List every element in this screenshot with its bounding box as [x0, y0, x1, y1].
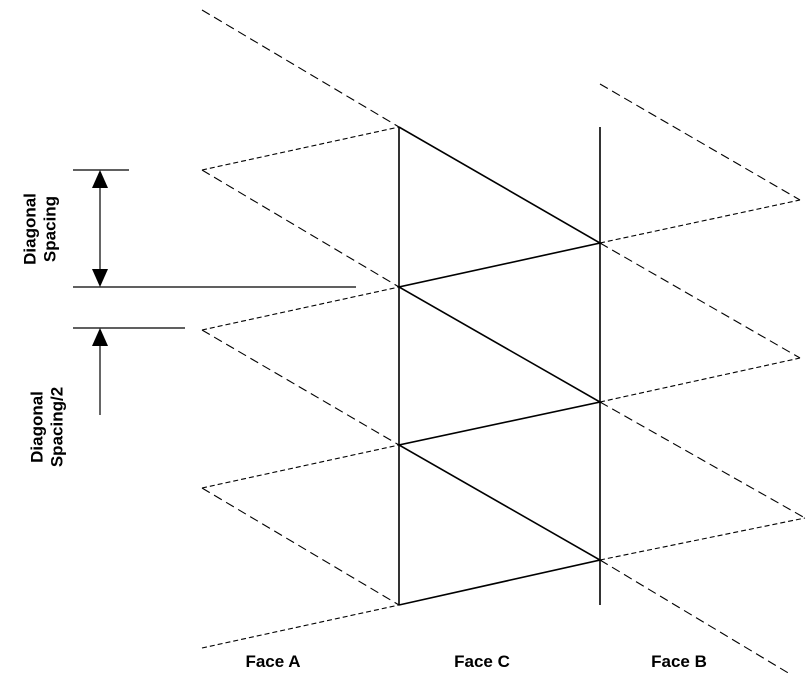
face-c-label: Face C: [454, 652, 510, 671]
face-a-diagonal: [201, 487, 400, 606]
face-b-diagonal: [599, 83, 801, 201]
face-a-diagonal: [201, 604, 400, 649]
face-a-diagonal: [201, 286, 400, 331]
face-a-diagonal: [201, 169, 400, 288]
half-spacing-label-line1: Diagonal: [28, 391, 47, 463]
diagonal-spacing-label-line2: Spacing: [41, 196, 60, 262]
arrow-up-icon: [92, 328, 108, 346]
face-c-diagonals: [396, 126, 603, 606]
face-a-label: Face A: [245, 652, 300, 671]
face-a-diagonal: [201, 444, 400, 489]
face-b-diagonal: [599, 357, 801, 403]
face-b-label: Face B: [651, 652, 707, 671]
face-b-diagonal: [599, 401, 806, 519]
face-a-diagonal: [201, 329, 400, 446]
face-b-diagonal: [599, 517, 806, 561]
arrow-up-icon: [92, 170, 108, 188]
face-b-diagonal: [599, 199, 801, 244]
arrow-down-icon: [92, 269, 108, 287]
half-spacing-label-line2: Spacing/2: [48, 387, 67, 467]
diagonal-spacing-label-line1: Diagonal: [21, 193, 40, 265]
face-a-diagonal: [201, 126, 400, 171]
face-a-diagonal: [201, 9, 400, 128]
face-b-diagonal: [599, 559, 791, 675]
face-b-diagonal: [599, 242, 801, 359]
